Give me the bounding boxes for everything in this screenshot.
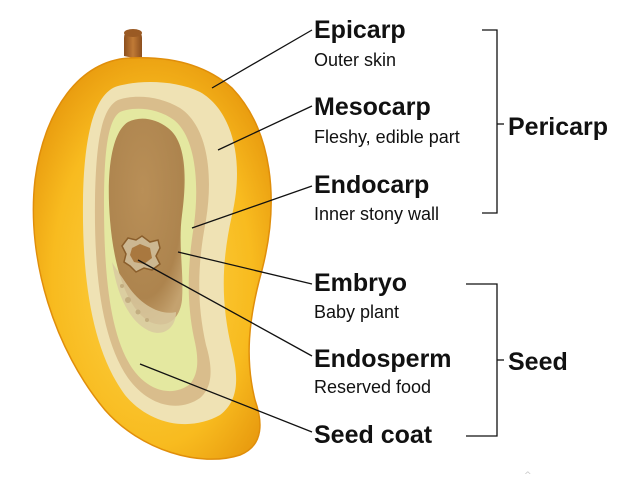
- pericarp-bracket: [482, 29, 498, 214]
- seed-speckle: [135, 309, 141, 315]
- endosperm-leader: [137, 259, 313, 357]
- endocarp-leader: [191, 185, 313, 229]
- embryo-title: Embryo: [314, 269, 408, 297]
- epicarp-description: Outer skin: [314, 50, 397, 70]
- seed-group-label: Seed: [508, 348, 568, 376]
- leader-lines: [137, 29, 313, 433]
- seed-speckle: [120, 284, 124, 288]
- embryo-core: [130, 244, 152, 264]
- embryo-leader: [177, 251, 313, 285]
- stalk-top: [124, 29, 142, 37]
- seed-speckle: [145, 318, 149, 322]
- endocarp-description: Inner stony wall: [314, 204, 440, 224]
- mesocarp-description: Fleshy, edible part: [314, 127, 460, 147]
- stalk: [124, 30, 142, 60]
- seed-bracket: [466, 283, 498, 437]
- seed-lower-region: [112, 262, 176, 333]
- seed-speckle: [125, 297, 131, 303]
- epicarp-title: Epicarp: [314, 16, 406, 44]
- mesocarp-leader: [217, 105, 313, 151]
- endocarp-title: Endocarp: [314, 171, 430, 199]
- caret-mark: ^: [524, 471, 532, 480]
- endosperm-title: Endosperm: [314, 345, 452, 373]
- mesocarp-title: Mesocarp: [314, 93, 431, 121]
- brackets: [466, 29, 504, 437]
- epicarp-leader: [211, 29, 313, 89]
- pericarp-group-label: Pericarp: [508, 113, 609, 141]
- seed-interior: [108, 118, 185, 325]
- seed-coat-title: Seed coat: [314, 421, 433, 449]
- embryo-description: Baby plant: [314, 302, 400, 322]
- endosperm-description: Reserved food: [314, 377, 432, 397]
- seed-coat-leader: [139, 363, 313, 433]
